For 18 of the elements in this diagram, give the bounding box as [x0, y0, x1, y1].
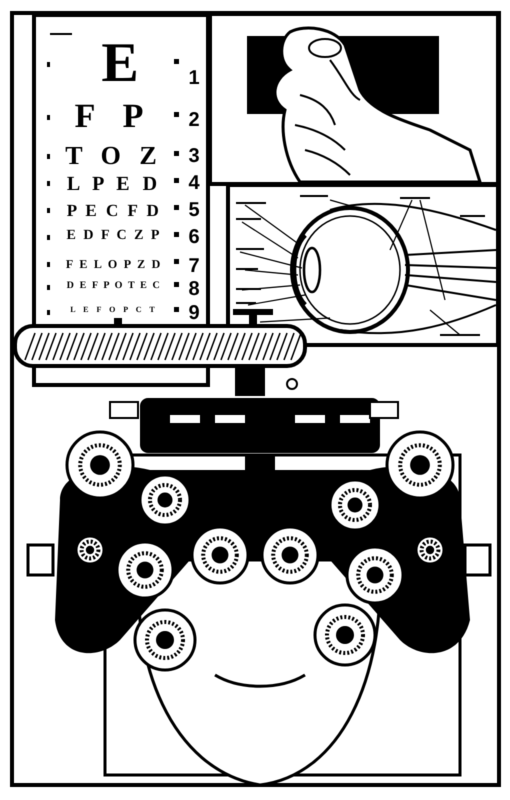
eye-chart-row-text: E D F C Z P: [66, 229, 162, 243]
eye-chart-row-text: P E C F D: [66, 202, 162, 219]
row-number: 5: [187, 200, 201, 220]
eye-chart-row-text: E: [100, 35, 140, 91]
row-number: 7: [187, 256, 201, 276]
row-number: 4: [187, 173, 201, 193]
eye-chart-row-text: L P E D: [66, 174, 162, 194]
eye-chart-row-text: F E L O P Z D: [64, 258, 164, 270]
eye-chart-row-text: T O Z: [64, 143, 164, 169]
row-number: 6: [187, 227, 201, 247]
eye-chart-row-text: F P: [74, 100, 154, 134]
eye-chart-row-text: D E F P O T E C: [66, 281, 162, 291]
row-number: 8: [187, 279, 201, 299]
row-number: 9: [187, 303, 201, 323]
row-number: 3: [187, 146, 201, 166]
row-number: 2: [187, 110, 201, 130]
row-number: 1: [187, 68, 201, 88]
eye-chart-row-text: L E F O P C T: [69, 306, 159, 314]
